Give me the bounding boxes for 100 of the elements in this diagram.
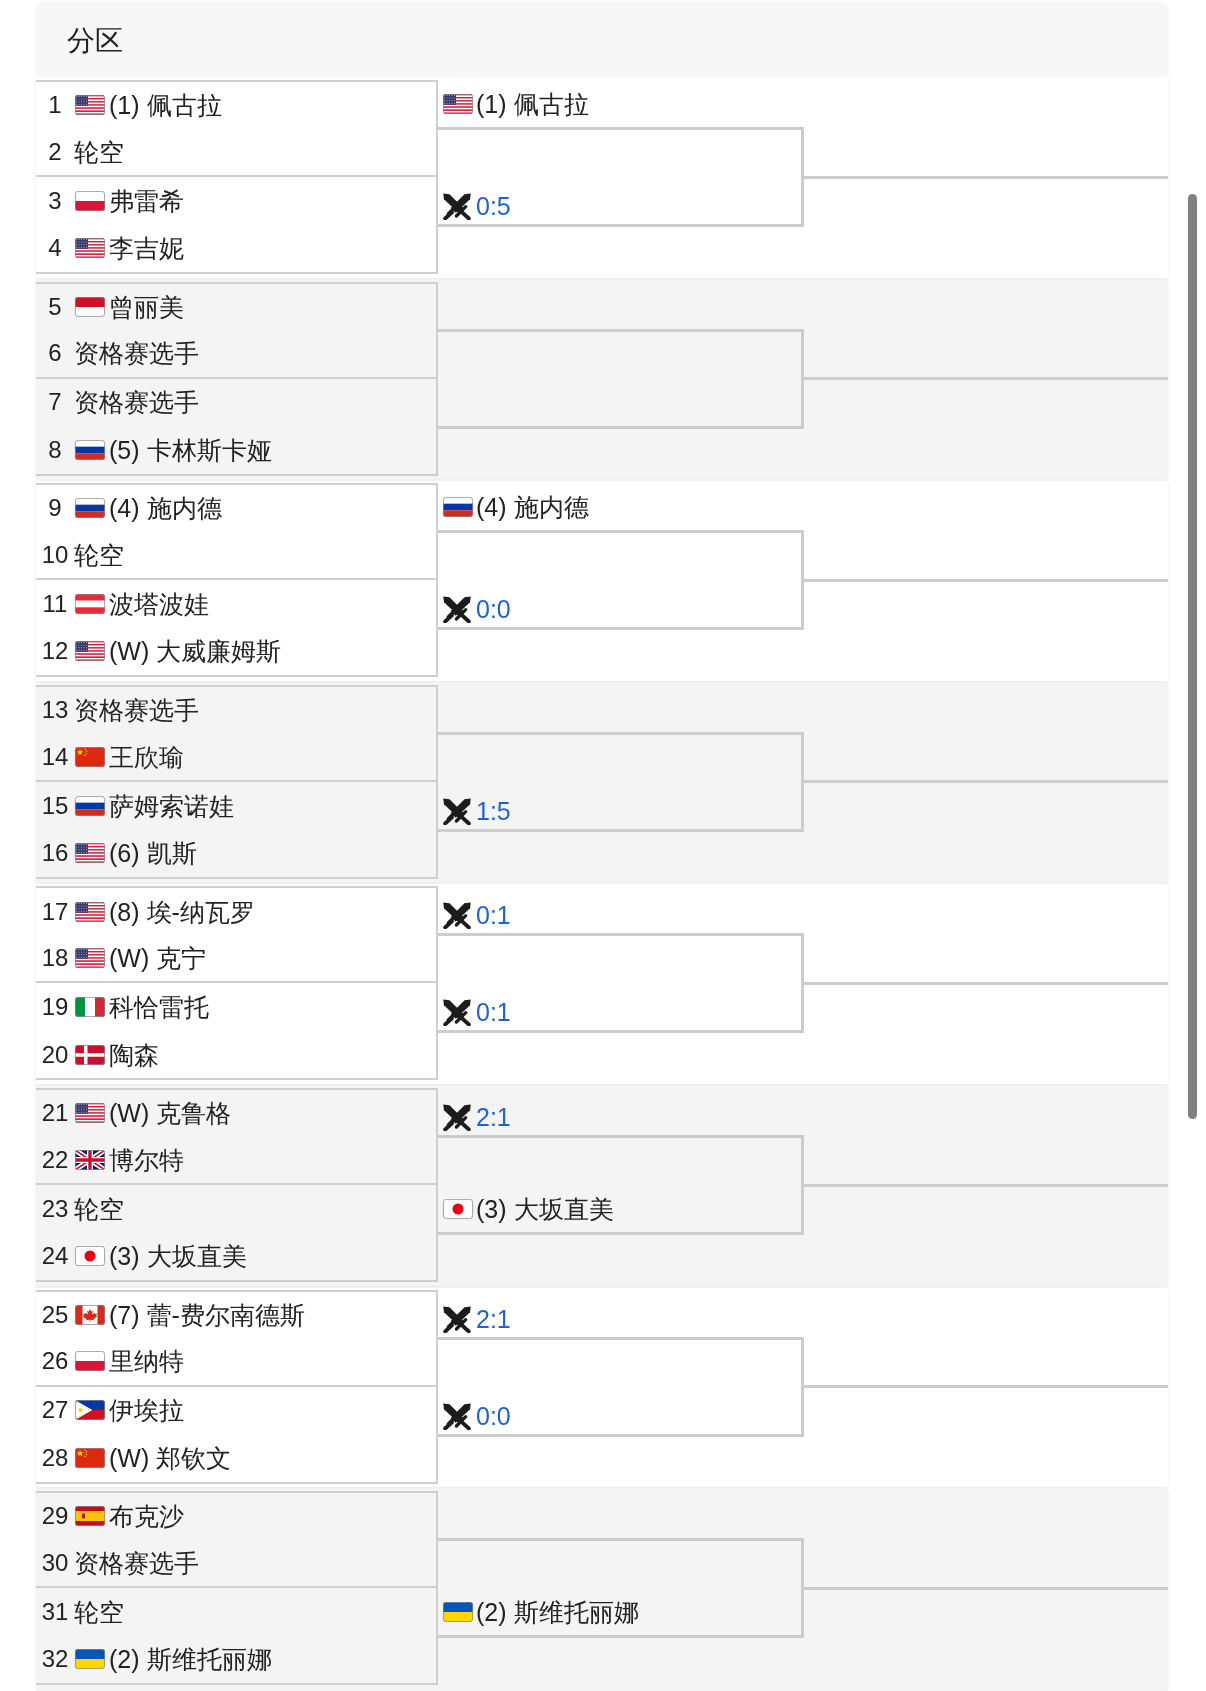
draw-number: 10 bbox=[41, 540, 69, 568]
draw-number: 18 bbox=[41, 944, 69, 972]
player-name: 里纳特 bbox=[109, 1346, 184, 1377]
player-name: (8) 埃-纳瓦罗 bbox=[109, 896, 255, 927]
match-box bbox=[36, 684, 438, 782]
draw-number: 30 bbox=[41, 1548, 69, 1576]
draw-number: 6 bbox=[48, 339, 62, 367]
player-name: 王欣瑜 bbox=[109, 741, 184, 772]
player-name: 波塔波娃 bbox=[109, 588, 209, 619]
draw-number: 3 bbox=[48, 186, 62, 214]
draw-number: 14 bbox=[41, 742, 69, 770]
match-box bbox=[36, 80, 438, 177]
draw-number: 1 bbox=[48, 91, 62, 119]
player-name: 李吉妮 bbox=[109, 233, 184, 264]
player-name: 萨姆索诺娃 bbox=[109, 790, 234, 821]
player-name: (W) 克宁 bbox=[109, 943, 207, 974]
bracket-line bbox=[804, 1183, 1168, 1187]
bracket-connector bbox=[801, 175, 806, 226]
player-name: 资格赛选手 bbox=[74, 695, 199, 726]
match-box bbox=[36, 378, 438, 476]
player-name: (1) 佩古拉 bbox=[109, 90, 222, 121]
player-name: (4) 施内德 bbox=[109, 493, 222, 524]
match-score: 0:1 bbox=[476, 900, 511, 931]
draw-number: 25 bbox=[41, 1300, 69, 1328]
match-score: 2:1 bbox=[476, 1102, 511, 1132]
match-box bbox=[36, 1088, 438, 1185]
player-name: (3) 大坂直美 bbox=[476, 1194, 614, 1224]
match-box bbox=[36, 580, 438, 678]
match-box bbox=[36, 1289, 438, 1387]
player-name: 布克沙 bbox=[109, 1501, 184, 1532]
match-box bbox=[36, 177, 438, 274]
bracket-line bbox=[804, 1586, 1168, 1590]
match-score: 0:5 bbox=[476, 191, 511, 221]
bracket-line bbox=[804, 780, 1168, 784]
draw-number: 12 bbox=[41, 637, 69, 665]
draw-number: 13 bbox=[41, 696, 69, 724]
match-box bbox=[36, 781, 438, 879]
match-box bbox=[36, 1386, 438, 1484]
player-name: 弗雷希 bbox=[109, 185, 184, 216]
draw-number: 15 bbox=[41, 791, 69, 819]
player-name: (7) 蕾-费尔南德斯 bbox=[109, 1299, 305, 1330]
player-name: (W) 大威廉姆斯 bbox=[109, 636, 282, 667]
bracket-line bbox=[804, 175, 1168, 179]
draw-number: 27 bbox=[41, 1396, 69, 1424]
player-name: 轮空 bbox=[74, 1596, 124, 1627]
bracket-connector bbox=[801, 934, 806, 985]
bracket-line bbox=[804, 1385, 1168, 1389]
player-name: 科恰雷托 bbox=[109, 992, 209, 1023]
match-score: 0:0 bbox=[476, 1400, 511, 1431]
match-box bbox=[36, 281, 438, 379]
draw-number: 17 bbox=[41, 897, 69, 925]
bracket-connector bbox=[801, 377, 806, 428]
draw-number: 29 bbox=[41, 1502, 69, 1530]
match-score: 0:1 bbox=[476, 997, 511, 1028]
player-name: (1) 佩古拉 bbox=[476, 89, 589, 119]
bracket-line bbox=[804, 377, 1168, 381]
match-box bbox=[36, 1588, 438, 1686]
draw-number: 28 bbox=[41, 1443, 69, 1471]
draw-number: 31 bbox=[41, 1597, 69, 1625]
draw-number: 21 bbox=[41, 1099, 69, 1127]
player-name: (2) 斯维托丽娜 bbox=[109, 1644, 272, 1675]
bracket-connector bbox=[801, 1183, 806, 1234]
player-name: (5) 卡林斯卡娅 bbox=[109, 434, 272, 465]
bracket-connector bbox=[801, 531, 806, 582]
match-box bbox=[36, 483, 438, 581]
draw-number: 2 bbox=[48, 137, 62, 165]
draw-number: 11 bbox=[42, 589, 68, 617]
draw-number: 4 bbox=[48, 234, 62, 262]
draw-number: 7 bbox=[48, 388, 62, 416]
draw-number: 26 bbox=[41, 1347, 69, 1375]
player-name: (W) 克鲁格 bbox=[109, 1098, 232, 1129]
player-name: 轮空 bbox=[74, 1193, 124, 1224]
bracket-line bbox=[804, 578, 1168, 582]
player-name: 轮空 bbox=[74, 136, 124, 167]
draw-number: 5 bbox=[48, 292, 62, 320]
player-name: 陶森 bbox=[109, 1039, 159, 1070]
draw-number: 16 bbox=[41, 839, 69, 867]
match-box bbox=[36, 1491, 438, 1589]
bracket-connector bbox=[801, 780, 806, 831]
player-name: 资格赛选手 bbox=[74, 1547, 199, 1578]
player-name: 曾丽美 bbox=[109, 291, 184, 322]
player-name: (6) 凯斯 bbox=[109, 838, 197, 869]
match-box bbox=[36, 886, 438, 984]
player-name: 资格赛选手 bbox=[74, 387, 199, 418]
draw-number: 22 bbox=[41, 1145, 69, 1173]
draw-number: 19 bbox=[41, 993, 69, 1021]
bracket-line bbox=[804, 981, 1168, 985]
player-name: (2) 斯维托丽娜 bbox=[476, 1597, 639, 1628]
draw-number: 9 bbox=[48, 494, 62, 522]
draw-number: 32 bbox=[41, 1645, 69, 1673]
bracket-line bbox=[438, 1538, 804, 1542]
bracket-connector bbox=[801, 1586, 806, 1637]
bracket-connector bbox=[801, 578, 806, 629]
player-name: 资格赛选手 bbox=[74, 338, 199, 369]
match-score: 2:1 bbox=[476, 1303, 511, 1334]
bracket-connector bbox=[801, 1385, 806, 1436]
player-name: 轮空 bbox=[74, 539, 124, 570]
bracket-line bbox=[438, 731, 804, 735]
match-score: 1:5 bbox=[476, 795, 511, 826]
player-name: 博尔特 bbox=[109, 1144, 184, 1175]
